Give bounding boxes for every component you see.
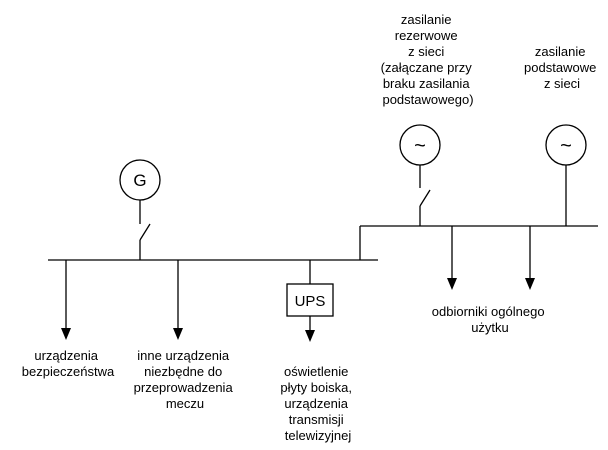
ups-branch: UPS <box>286 260 334 342</box>
arrow-safety <box>61 328 71 340</box>
arrow-ups <box>305 330 315 342</box>
feeder-other <box>173 260 183 340</box>
arrow-general-1 <box>447 278 457 290</box>
basic-source: ~ <box>545 124 587 226</box>
reserve-source-symbol: ~ <box>414 135 426 157</box>
feeder-general-1 <box>447 226 457 290</box>
generator-symbol: G <box>133 171 146 190</box>
reserve-switch <box>419 189 431 207</box>
reserve-source: ~ <box>399 124 441 226</box>
load-general-label: odbiorniki ogólnego użytku <box>432 304 548 335</box>
basic-source-symbol: ~ <box>560 135 572 157</box>
load-other-label: inne urządzenia niezbędne do przeprowadz… <box>134 348 237 411</box>
feeder-safety <box>61 260 71 340</box>
reserve-source-label: zasilanie rezerwowe z sieci (załączane p… <box>381 12 476 107</box>
load-lighting-label: oświetlenie płyty boiska, urządzenia tra… <box>280 364 355 443</box>
ups-label: UPS <box>295 293 326 310</box>
generator: G <box>119 159 161 260</box>
arrow-general-2 <box>525 278 535 290</box>
arrow-other <box>173 328 183 340</box>
basic-source-label: zasilanie podstawowe z sieci <box>524 44 600 91</box>
feeder-general-2 <box>525 226 535 290</box>
load-safety-label: urządzenia bezpieczeństwa <box>22 348 115 379</box>
generator-switch <box>139 223 151 241</box>
